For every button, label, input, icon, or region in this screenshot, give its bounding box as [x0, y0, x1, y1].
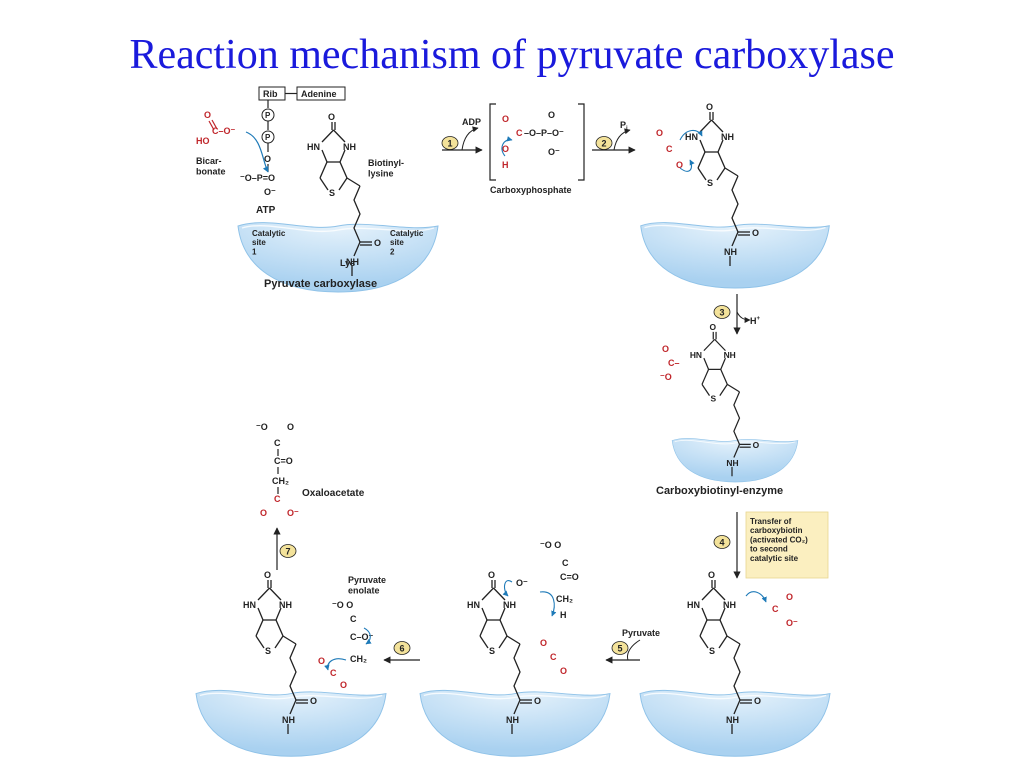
svg-text:O⁻: O⁻: [287, 508, 299, 518]
svg-text:O: O: [502, 114, 509, 124]
svg-text:O: O: [540, 638, 547, 648]
svg-text:⁻O: ⁻O: [660, 372, 672, 382]
svg-text:⁻O–P=O: ⁻O–P=O: [240, 173, 275, 183]
structure-biotin-co2-site2: C O O⁻: [639, 569, 831, 757]
svg-text:C–O⁻: C–O⁻: [350, 632, 374, 642]
svg-text:C: C: [330, 668, 337, 678]
svg-text:O: O: [786, 592, 793, 602]
step-number-1: 1: [447, 139, 452, 149]
step-badge-3: [713, 305, 731, 319]
slide-title: Reaction mechanism of pyruvate carboxyla…: [129, 32, 895, 78]
atp-label: ATP: [256, 205, 276, 216]
bicarbonate-label: Bicar- bonate: [196, 156, 226, 176]
transfer-note-box: [745, 511, 829, 579]
svg-text:⁻O O: ⁻O O: [540, 540, 561, 550]
svg-text:C=O: C=O: [560, 572, 579, 582]
svg-text:O: O: [318, 656, 325, 666]
step-number-2: 2: [601, 139, 606, 149]
step-badge-5: [611, 641, 629, 655]
step-number-4: 4: [719, 538, 724, 548]
step-1-arrow: ADP: [442, 117, 483, 154]
svg-text:CH₂: CH₂: [272, 476, 289, 486]
svg-text:HO: HO: [196, 136, 210, 146]
structure-carboxybiotinyl-enzyme: O C– ⁻O Carboxybiotinyl-enzyme: [656, 321, 799, 497]
step-5-arrow: Pyruvate: [605, 628, 660, 664]
svg-text:C: C: [350, 614, 357, 624]
step-badges: 1 2 3 4 5 6 7: [279, 136, 731, 655]
step-number-7: 7: [285, 547, 290, 557]
carboxyphosphate-label: Carboxyphosphate: [490, 185, 572, 195]
svg-text:H: H: [502, 160, 509, 170]
svg-text:C: C: [516, 128, 523, 138]
svg-text:O: O: [676, 160, 683, 170]
structure-enzyme-initial: Rib Adenine P P O ⁻O–P=O O⁻ ATP O HO C–O…: [196, 86, 439, 293]
svg-text:O: O: [662, 344, 669, 354]
svg-text:C=O: C=O: [274, 456, 293, 466]
structure-biotin-co2: O C O: [640, 101, 830, 289]
h-plus-label: H+: [750, 316, 761, 326]
step-3-arrow: H+: [733, 294, 761, 335]
step-number-3: 3: [719, 308, 724, 318]
svg-text:C: C: [274, 494, 281, 504]
phosphate-2-label: P: [265, 133, 271, 142]
rib-label: Rib: [263, 89, 278, 99]
svg-text:O⁻: O⁻: [516, 578, 528, 588]
adp-label: ADP: [462, 117, 481, 127]
svg-text:O: O: [656, 128, 663, 138]
svg-text:O: O: [204, 110, 211, 120]
phosphate-1-label: P: [265, 111, 271, 120]
pyruvate-label: Pyruvate: [622, 628, 660, 638]
svg-text:O⁻: O⁻: [264, 187, 276, 197]
step-badge-6: [393, 641, 411, 655]
adenine-box: [296, 86, 346, 101]
svg-text:O: O: [548, 110, 555, 120]
step-number-5: 5: [617, 644, 622, 654]
svg-text:O: O: [264, 154, 271, 164]
svg-text:⁻O O: ⁻O O: [332, 600, 353, 610]
svg-text:O⁻: O⁻: [548, 147, 560, 157]
structure-carboxyphosphate: O C O H –O–P–O⁻ O O⁻ Carboxyphosphate: [489, 103, 585, 195]
svg-text:O: O: [340, 680, 347, 690]
svg-text:O: O: [502, 144, 509, 154]
pi-label: Pi: [620, 120, 628, 132]
svg-text:–O–P–O⁻: –O–P–O⁻: [524, 128, 564, 138]
structure-biotin-pyruvate: O C O ⁻O O C C=O CH₂ H O⁻: [419, 540, 611, 757]
svg-text:⁻O: ⁻O: [256, 422, 268, 432]
svg-text:C: C: [772, 604, 779, 614]
svg-text:CH₂: CH₂: [350, 654, 367, 664]
svg-text:CH₂: CH₂: [556, 594, 573, 604]
step-badge-7: [279, 544, 297, 558]
svg-text:C: C: [562, 558, 569, 568]
svg-text:O⁻: O⁻: [786, 618, 798, 628]
svg-text:H: H: [560, 610, 567, 620]
svg-text:C: C: [666, 144, 673, 154]
svg-text:O: O: [560, 666, 567, 676]
step-number-6: 6: [399, 644, 404, 654]
svg-text:O: O: [260, 508, 267, 518]
svg-text:C–: C–: [668, 358, 680, 368]
biotinyl-lysine-label: Biotinyl-lysine: [368, 158, 404, 178]
svg-text:C: C: [550, 652, 557, 662]
lys-label: Lys: [340, 258, 355, 268]
carboxybiotinyl-enzyme-label: Carboxybiotinyl-enzyme: [656, 485, 783, 497]
oxaloacetate-label: Oxaloacetate: [302, 488, 365, 499]
enzyme-name-label: Pyruvate carboxylase: [264, 278, 377, 290]
step-badge-1: [441, 136, 459, 150]
svg-text:O: O: [287, 422, 294, 432]
svg-text:C–O⁻: C–O⁻: [212, 126, 236, 136]
step-badge-2: [595, 136, 613, 150]
step-2-arrow: Pi: [592, 120, 636, 154]
adenine-label: Adenine: [301, 89, 337, 99]
step-badge-4: [713, 535, 731, 549]
structure-oxaloacetate: ⁻O O C C=O CH₂ C O O⁻ Oxaloacetate: [256, 422, 365, 518]
svg-text:C: C: [274, 438, 281, 448]
